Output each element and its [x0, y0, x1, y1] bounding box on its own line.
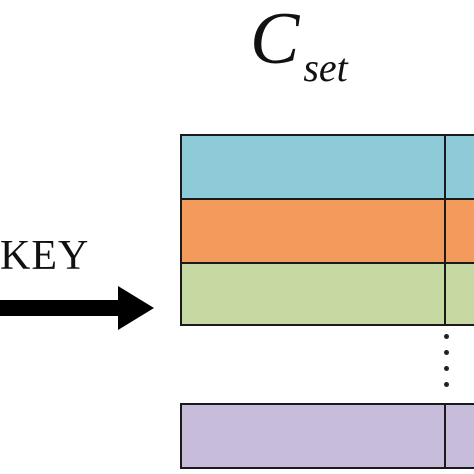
cache-line-last-divider [444, 405, 446, 467]
cache-line-2-divider [444, 200, 446, 262]
cache-line-1 [180, 134, 474, 200]
cache-line-2 [180, 198, 474, 264]
ellipsis-dot [444, 366, 449, 371]
cache-line-1-divider [444, 136, 446, 198]
cache-line-last [180, 403, 474, 469]
ellipsis-dot [444, 350, 449, 355]
ellipsis-dot [444, 334, 449, 339]
title-subscript: set [303, 45, 348, 90]
key-label: KEY [0, 233, 90, 279]
cache-line-3-divider [444, 264, 446, 324]
key-arrow-shape [0, 286, 154, 330]
ellipsis-dot [444, 382, 449, 387]
cache-line-3 [180, 262, 474, 326]
vertical-ellipsis [444, 334, 452, 398]
key-arrow [0, 286, 154, 330]
title-main: C [250, 0, 300, 80]
